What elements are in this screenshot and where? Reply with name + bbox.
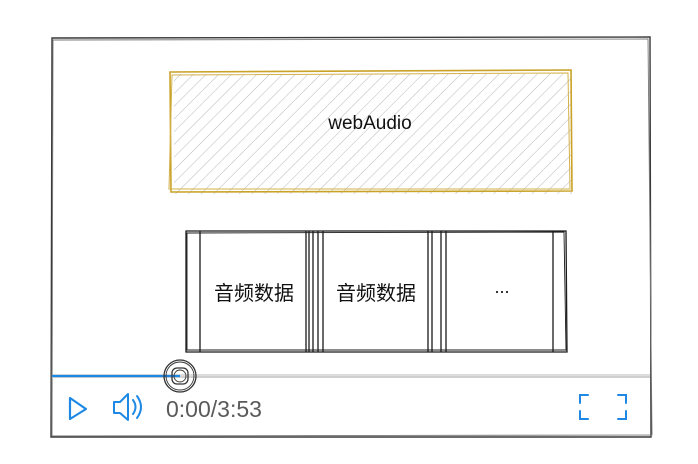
buffer-cell-1-border <box>199 231 314 352</box>
buffer-cell-label: 音频数据 <box>214 283 294 305</box>
play-icon[interactable] <box>68 396 88 421</box>
webaudio-label: webAudio <box>328 113 412 134</box>
progress-track[interactable] <box>52 374 650 378</box>
webaudio-box <box>168 69 573 194</box>
buffer-strip <box>185 230 568 353</box>
player-frame <box>50 36 653 438</box>
volume-icon[interactable] <box>113 393 142 421</box>
fullscreen-icon[interactable] <box>579 394 627 420</box>
buffer-cell-3-border <box>440 231 554 352</box>
buffer-cell-label: ... <box>494 277 510 297</box>
scrubber-handle[interactable] <box>163 359 197 393</box>
time-readout: 0:00/3:53 <box>166 396 262 422</box>
buffer-cell-label: 音频数据 <box>336 283 416 305</box>
buffer-cell-2-border <box>317 231 433 352</box>
